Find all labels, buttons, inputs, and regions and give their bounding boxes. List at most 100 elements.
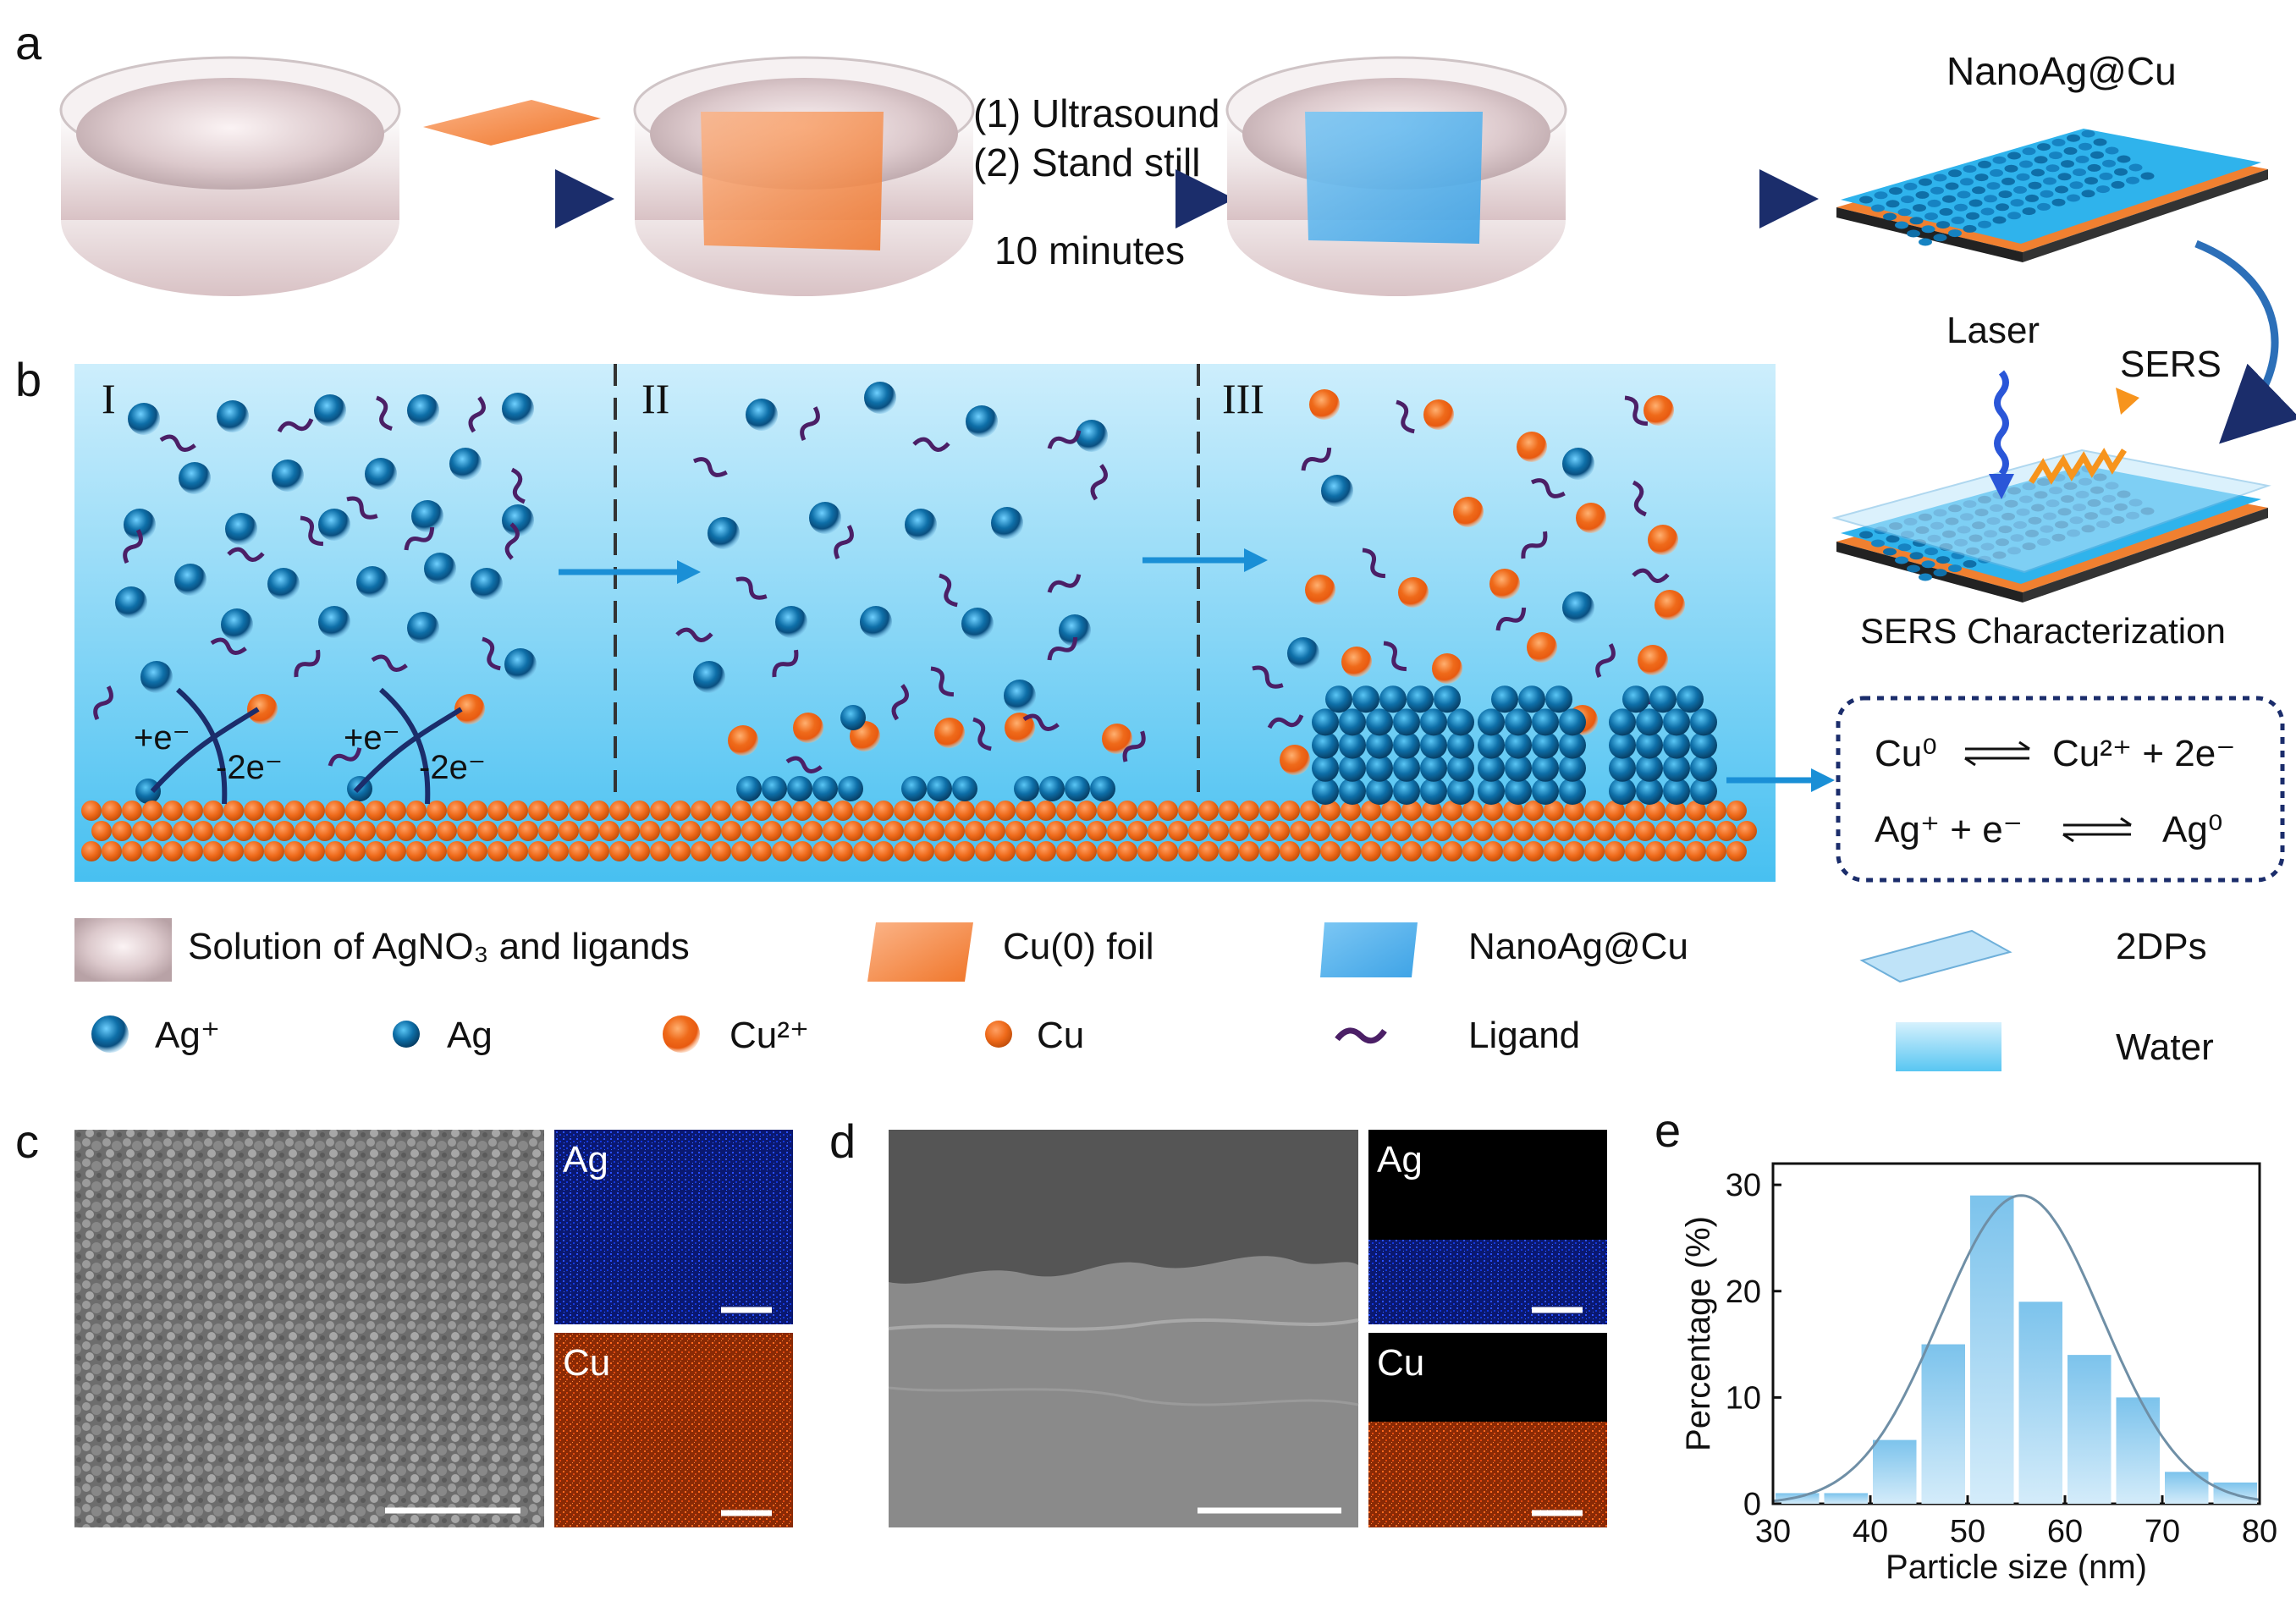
cu-substrate-atom <box>264 841 284 861</box>
cu-substrate-atom <box>295 821 315 841</box>
cu-substrate-atom <box>1097 801 1117 821</box>
cu-substrate-atom <box>457 821 477 841</box>
ag-deposit-atom <box>1532 778 1559 805</box>
cu-substrate-atom <box>1046 821 1066 841</box>
cu-substrate-atom <box>1341 801 1361 821</box>
legend-ag-icon <box>393 1021 420 1048</box>
ag-deposit-atom <box>1690 708 1717 736</box>
ag-ion <box>174 564 206 596</box>
sers-plate-illustration <box>1831 449 2271 603</box>
cu-ion <box>1423 399 1454 430</box>
ag-deposit-atom <box>1447 778 1474 805</box>
cu-ion <box>1527 632 1557 663</box>
cu-substrate-atom <box>762 821 782 841</box>
plate-bump <box>2079 142 2092 151</box>
ligand <box>972 717 992 751</box>
cu-substrate-atom <box>579 821 599 841</box>
cu-substrate-atom <box>1726 841 1747 861</box>
plus-electron-label-1: +e⁻ <box>134 719 190 757</box>
cu-substrate-atom <box>843 821 863 841</box>
cu-substrate-atom <box>741 821 762 841</box>
cu-substrate-atom <box>772 841 792 861</box>
ligand <box>1521 531 1548 559</box>
plate-bump <box>1909 552 1924 560</box>
plate-bump <box>2090 151 2104 159</box>
plate-bump <box>1907 564 1920 573</box>
plate-bump <box>1957 190 1971 199</box>
cu-substrate-atom <box>721 821 741 841</box>
ag-deposit-atom <box>762 776 787 801</box>
cu-substrate-atom <box>1219 801 1239 821</box>
cu-substrate-atom <box>853 841 873 861</box>
cu-substrate-atom <box>386 841 406 861</box>
plate-bump <box>1921 225 1935 234</box>
histogram-bar <box>2018 1302 2062 1504</box>
plate-bump <box>1883 548 1897 556</box>
cu-substrate-atom <box>944 821 965 841</box>
cu-substrate-atom <box>772 801 792 821</box>
cu-substrate-atom <box>1310 821 1330 841</box>
cu-ion <box>1648 525 1678 555</box>
plate-bump <box>1984 195 1997 203</box>
ag-ion <box>424 553 456 585</box>
plate-bump <box>2099 172 2113 180</box>
cu-substrate-atom <box>1178 841 1198 861</box>
ag-deposit-atom <box>1690 731 1717 759</box>
cu-substrate-atom <box>284 801 305 821</box>
cu-substrate-atom <box>680 821 701 841</box>
cu-substrate-atom <box>975 801 995 821</box>
ligand <box>404 526 435 551</box>
cu-substrate-atom <box>711 801 731 821</box>
ligand <box>1632 480 1647 517</box>
legend-ag-ion-label: Ag⁺ <box>155 1015 220 1056</box>
ag-atom <box>135 779 161 804</box>
cu-substrate-atom <box>274 821 295 841</box>
cu-substrate-atom <box>152 821 173 841</box>
cu-substrate-atom <box>518 821 538 841</box>
cu-ion <box>1517 432 1547 462</box>
plate-bump <box>1978 220 1991 228</box>
cu-substrate-atom <box>1341 841 1361 861</box>
plate-bump <box>2034 156 2048 164</box>
cu-substrate-atom <box>1584 841 1605 861</box>
cu-substrate-atom <box>1188 821 1209 841</box>
cu-substrate-atom <box>416 821 437 841</box>
cu-substrate-atom <box>1686 801 1706 821</box>
ag-deposit-atom <box>1065 776 1090 801</box>
cu-substrate-atom <box>1178 801 1198 821</box>
ligand <box>912 437 950 452</box>
ligand <box>1022 713 1060 731</box>
cu-substrate-atom <box>1351 821 1371 841</box>
cu-substrate-atom <box>1462 801 1483 821</box>
cu-substrate-atom <box>366 841 386 861</box>
cu-substrate-atom <box>1107 821 1127 841</box>
cu-substrate-atom <box>1483 801 1503 821</box>
ag-ion <box>449 448 482 480</box>
cu-ion <box>793 713 823 743</box>
cu-substrate-atom <box>162 841 183 861</box>
cu-substrate-atom <box>833 801 853 821</box>
cu-substrate-atom <box>1513 821 1533 841</box>
plate-bump <box>1933 569 1947 577</box>
ligand <box>227 547 265 562</box>
cu-substrate-atom <box>1148 821 1168 841</box>
petri-dish-with-nanoag <box>1225 56 1567 296</box>
cu-substrate-atom <box>1401 841 1422 861</box>
cu-substrate-atom <box>1544 841 1564 861</box>
plate-bump <box>2049 151 2062 160</box>
plate-bump <box>1927 199 1941 207</box>
ag-ion <box>407 394 439 427</box>
plate-bump <box>2061 160 2074 168</box>
ag-deposit-atom <box>1325 685 1352 713</box>
cu-substrate-atom <box>1219 841 1239 861</box>
cu-substrate-atom <box>670 841 691 861</box>
plus-electron-label-2: +e⁻ <box>344 719 400 757</box>
cu-substrate-atom <box>894 841 914 861</box>
eds-label-ag-d: Ag <box>1377 1139 1423 1180</box>
plate-bump <box>1909 217 1924 225</box>
plate-bump <box>1895 556 1908 564</box>
plate-bump <box>2081 129 2095 138</box>
ag-deposit-atom <box>1636 708 1663 736</box>
plate-bump <box>1889 187 1902 195</box>
equation-box <box>1836 696 2285 883</box>
